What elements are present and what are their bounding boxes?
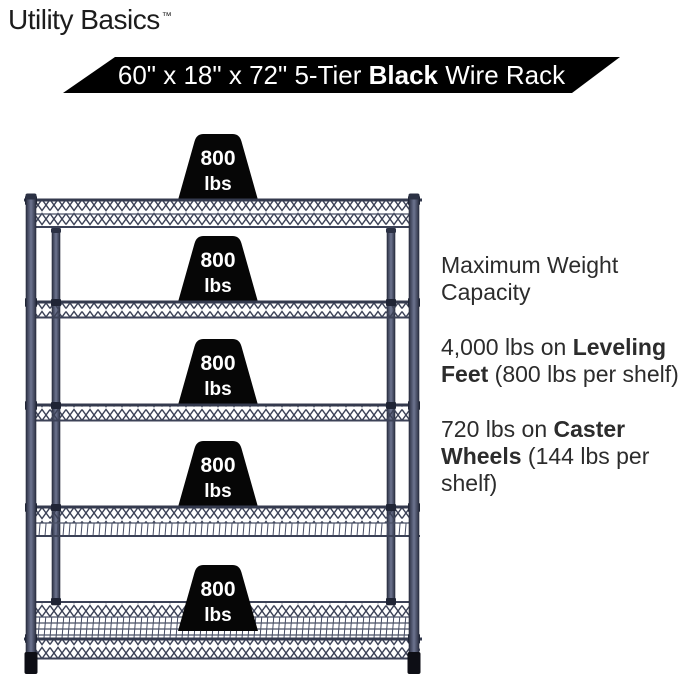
title-color-word: Black <box>368 59 438 90</box>
spec-leveling-feet: 4,000 lbs on Leveling Feet (800 lbs per … <box>441 334 679 388</box>
spec-caster-wheels: 720 lbs on Caster Wheels (144 lbs per sh… <box>441 416 679 497</box>
title-banner: 60" x 18" x 72" 5-Tier Black Wire Rack <box>63 57 620 93</box>
spec-caster-bold: Caster Wheels <box>441 416 626 469</box>
title-dimensions: 60" x 18" x 72" 5-Tier <box>117 59 369 90</box>
weight-unit: lbs <box>204 276 231 297</box>
weight-badge-2: 800 lbs <box>178 236 258 302</box>
weight-value: 800 <box>200 249 235 272</box>
title-suffix: Wire Rack <box>438 59 566 90</box>
weight-unit: lbs <box>204 379 231 400</box>
front-posts <box>24 193 421 674</box>
rack-illustration: 800 lbs 800 lbs 800 lbs 800 lbs 800 lbs <box>18 128 428 675</box>
spec-leveling-prefix: 4,000 lbs on <box>441 334 573 360</box>
leveling-foot-left <box>24 652 38 674</box>
weight-value: 800 <box>200 352 235 375</box>
spec-caster-prefix: 720 lbs on <box>441 416 554 442</box>
spec-leveling-suffix: (800 lbs per shelf) <box>488 361 679 387</box>
trademark-symbol: ™ <box>161 10 172 22</box>
weight-badge-3: 800 lbs <box>178 339 258 405</box>
spec-text-block: Maximum Weight Capacity 4,000 lbs on Lev… <box>441 252 679 497</box>
weight-unit: lbs <box>204 174 231 195</box>
spec-caster-suffix: (144 lbs per shelf) <box>441 443 650 496</box>
weight-badge-5: 800 lbs <box>178 565 258 631</box>
product-title: 60" x 18" x 72" 5-Tier Black Wire Rack <box>118 60 565 91</box>
spec-leveling-bold: Leveling Feet <box>441 334 667 387</box>
weight-value: 800 <box>200 454 235 477</box>
weight-value: 800 <box>200 147 235 170</box>
shelf-5-front <box>24 637 422 660</box>
weight-badge-4: 800 lbs <box>178 441 258 507</box>
wire-rack-drawing: 800 lbs 800 lbs 800 lbs 800 lbs 800 lbs <box>24 134 422 674</box>
brand-name: Utility Basics <box>8 4 160 35</box>
weight-badge-1: 800 lbs <box>178 134 258 200</box>
shelf-3 <box>26 403 420 422</box>
shelf-4 <box>26 505 420 537</box>
shelf-2 <box>26 300 420 319</box>
shelf-1 <box>24 198 422 228</box>
weight-unit: lbs <box>204 605 231 626</box>
weight-value: 800 <box>200 578 235 601</box>
weight-unit: lbs <box>204 481 231 502</box>
spec-heading: Maximum Weight Capacity <box>441 252 619 305</box>
leveling-foot-right <box>407 652 421 674</box>
